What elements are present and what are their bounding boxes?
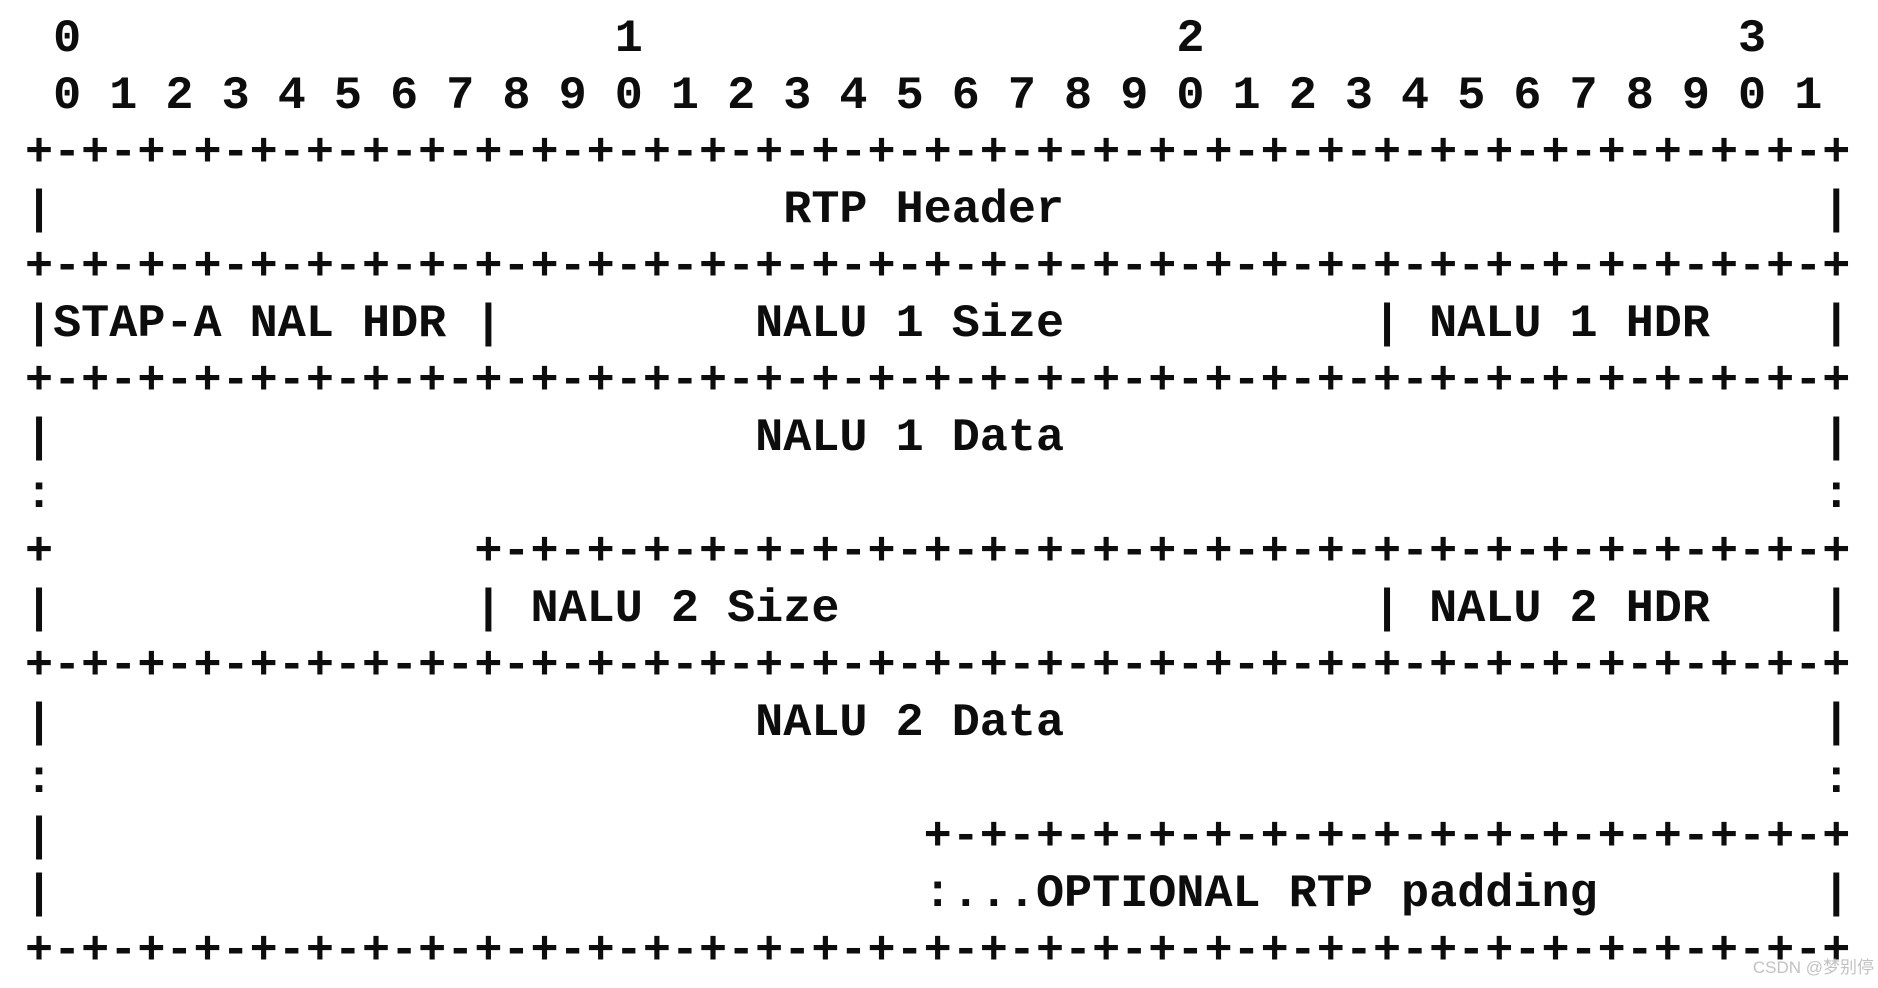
- watermark: CSDN @梦别停: [1752, 958, 1874, 977]
- ascii-packet-art: 0 1 2 3 0 1 2 3 4 5 6 7 8 9 0 1 2 3 4 5 …: [25, 13, 1851, 978]
